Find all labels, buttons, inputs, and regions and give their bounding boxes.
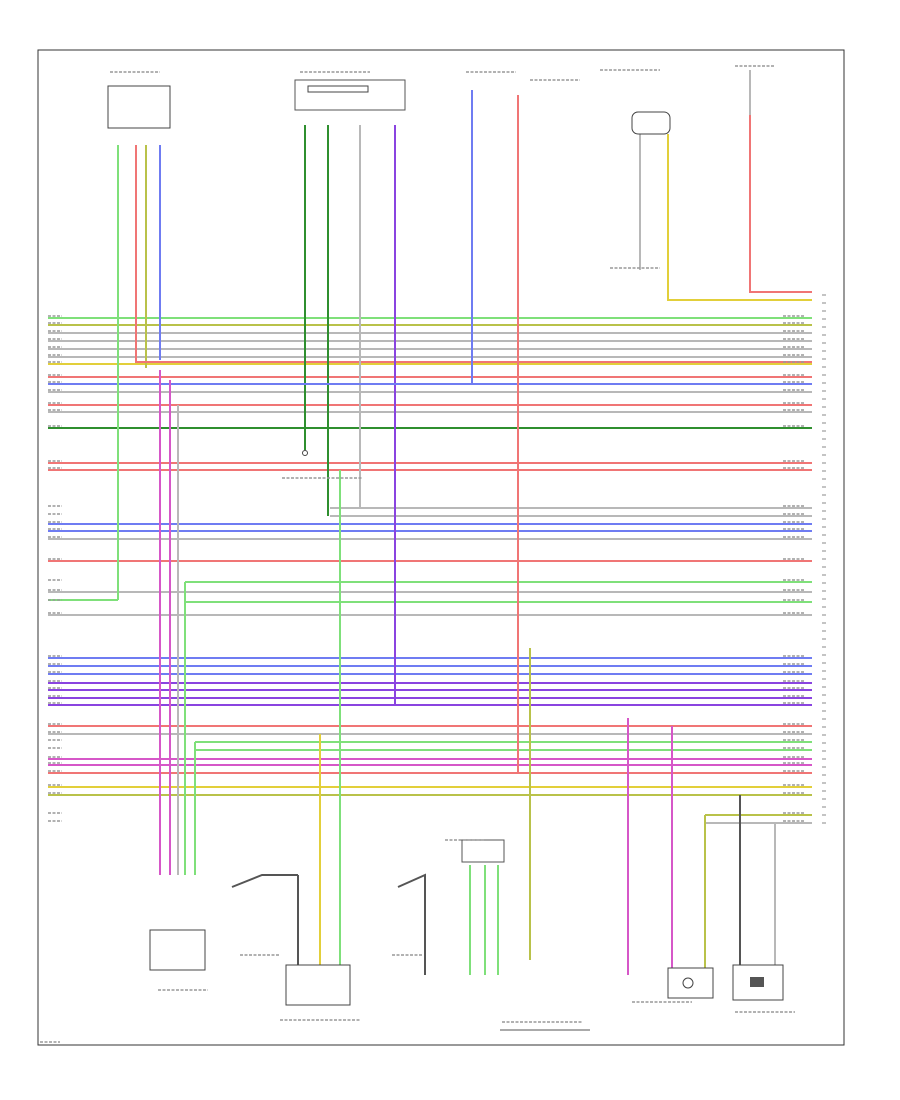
component-layer xyxy=(107,79,784,1031)
bottom-left-module xyxy=(149,929,206,971)
sensor-wire xyxy=(667,134,812,301)
sensor-symbol xyxy=(682,977,694,989)
ground-splice xyxy=(302,450,308,456)
sensor-symbol xyxy=(750,977,764,987)
module-wire xyxy=(135,355,812,363)
cluster-connector xyxy=(461,839,505,863)
label-layer xyxy=(40,65,826,1043)
fuse-wire xyxy=(749,115,812,293)
top-center-switch-frame xyxy=(294,79,406,111)
top-left-module-label-block xyxy=(107,85,171,129)
switch-wire xyxy=(231,874,298,888)
bottom-center-module xyxy=(285,964,351,1006)
diagram-border xyxy=(37,49,845,1046)
top-center-switch-label-block xyxy=(307,85,369,93)
top-blue-wire xyxy=(160,90,473,385)
switch-wire xyxy=(397,873,426,975)
wire-layer xyxy=(48,70,812,975)
top-right-sensor xyxy=(631,111,671,135)
